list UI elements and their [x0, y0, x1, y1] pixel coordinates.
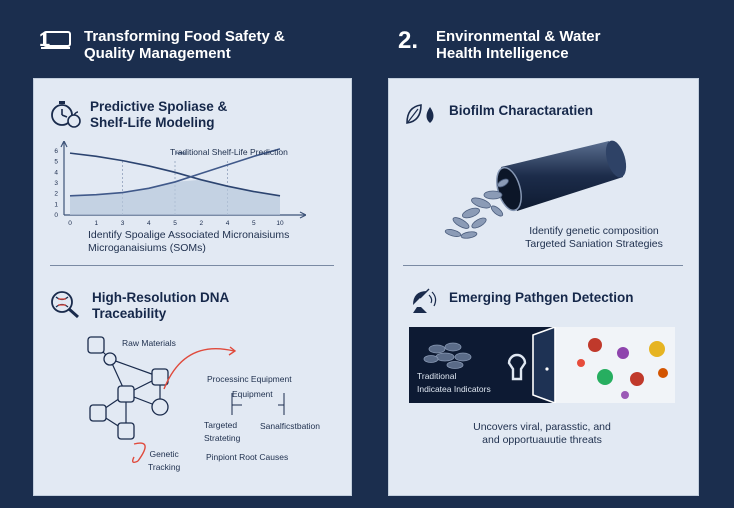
traceability-network	[87, 336, 285, 464]
processing-label: Processinc Equipment	[207, 374, 292, 384]
raw-materials-label: Raw Materials	[122, 338, 176, 348]
y-tick-label: 0	[54, 212, 58, 219]
leaf-droplet-icon	[406, 104, 434, 124]
header-title-left: Transforming Food Safety & Quality Manag…	[84, 28, 285, 62]
food-safety-panel: Predictive Spoliase & Shelf-Life Modelin…	[33, 78, 352, 496]
right-divider	[403, 265, 683, 266]
pathogen-door-illustration	[409, 327, 675, 403]
biofilm-caption: Identify genetic composition Targeted Sa…	[525, 225, 663, 250]
node-equipment	[117, 385, 135, 403]
header-num-right: 2.	[398, 27, 419, 54]
y-tick-label: 5	[54, 159, 58, 166]
shelf-life-chart: 0 1 3 4 5 2 4 5 10 0 1 2 3 4 5 6	[54, 141, 306, 227]
targeted-label: Targeted Strateting	[204, 420, 241, 443]
stopwatch-apple-icon	[51, 101, 81, 128]
biofilm-title: Biofilm Charactaratien	[449, 103, 594, 118]
header-title-right: Environmental & Water Health Intelligenc…	[436, 28, 601, 62]
y-tick-label: 2	[54, 191, 58, 198]
section-header-water: 2. Environmental & Water Health Intellig…	[398, 26, 601, 62]
y-axis-arrow	[60, 141, 68, 148]
spoilage-title: Predictive Spoliase & Shelf-Life Modelin…	[90, 99, 228, 130]
node-hub	[103, 352, 117, 366]
header-num: 1	[39, 29, 50, 51]
environment-panel: Biofilm Charactaratien Identify genetic …	[388, 78, 699, 496]
card-number-icon: 1	[39, 29, 71, 51]
y-tick-label: 6	[54, 148, 58, 155]
section-header-food: 1 Transforming Food Safety & Quality Man…	[38, 26, 285, 62]
x-tick-label: 4	[226, 220, 230, 227]
dna-magnifier-icon	[51, 291, 79, 319]
x-tick-label: 1	[94, 220, 98, 227]
x-tick-label: 5	[252, 220, 256, 227]
x-tick-label: 0	[68, 220, 72, 227]
pathogen-title: Emerging Pathgen Detection	[449, 290, 634, 305]
satellite-dish-icon	[413, 288, 437, 313]
dna-title: High-Resolution DNA Traceability	[92, 290, 230, 321]
x-tick-label: 3	[121, 220, 125, 227]
y-tick-label: 3	[54, 180, 58, 187]
series-line	[69, 148, 281, 197]
chart-legend: Traditional Shelf-Life Prediction	[170, 147, 288, 157]
node-targeted	[89, 404, 107, 422]
y-tick-label: 1	[54, 201, 58, 208]
pinpoint-label: Pinpiont Root Causes	[206, 452, 289, 462]
spoilage-caption: Identify Spoalige Associated Micronaisiu…	[88, 229, 290, 254]
y-tick-label: 4	[54, 169, 58, 176]
node-sanitation	[151, 398, 169, 416]
node-genetic	[117, 422, 135, 440]
x-tick-label: 4	[147, 220, 151, 227]
x-tick-label: 2	[199, 220, 203, 227]
series-line	[69, 152, 281, 197]
traditional-indicators-label: Traditional Indicatea Indicators	[417, 371, 491, 394]
genetic-label: Genetic Tracking	[148, 449, 181, 472]
biofilm-pipe-illustration	[444, 140, 627, 239]
node-raw	[87, 336, 105, 354]
x-tick-label: 10	[276, 220, 284, 227]
chart-area	[70, 179, 280, 215]
left-divider	[50, 265, 334, 266]
sanitization-label: Sanalficstbation	[260, 421, 321, 431]
x-axis-arrow	[299, 211, 306, 219]
x-tick-label: 5	[173, 220, 177, 227]
node-processing	[151, 368, 169, 386]
equipment-label: Equipment	[232, 389, 273, 399]
pathogen-caption: Uncovers viral, parasstic, and and oppor…	[473, 421, 611, 446]
